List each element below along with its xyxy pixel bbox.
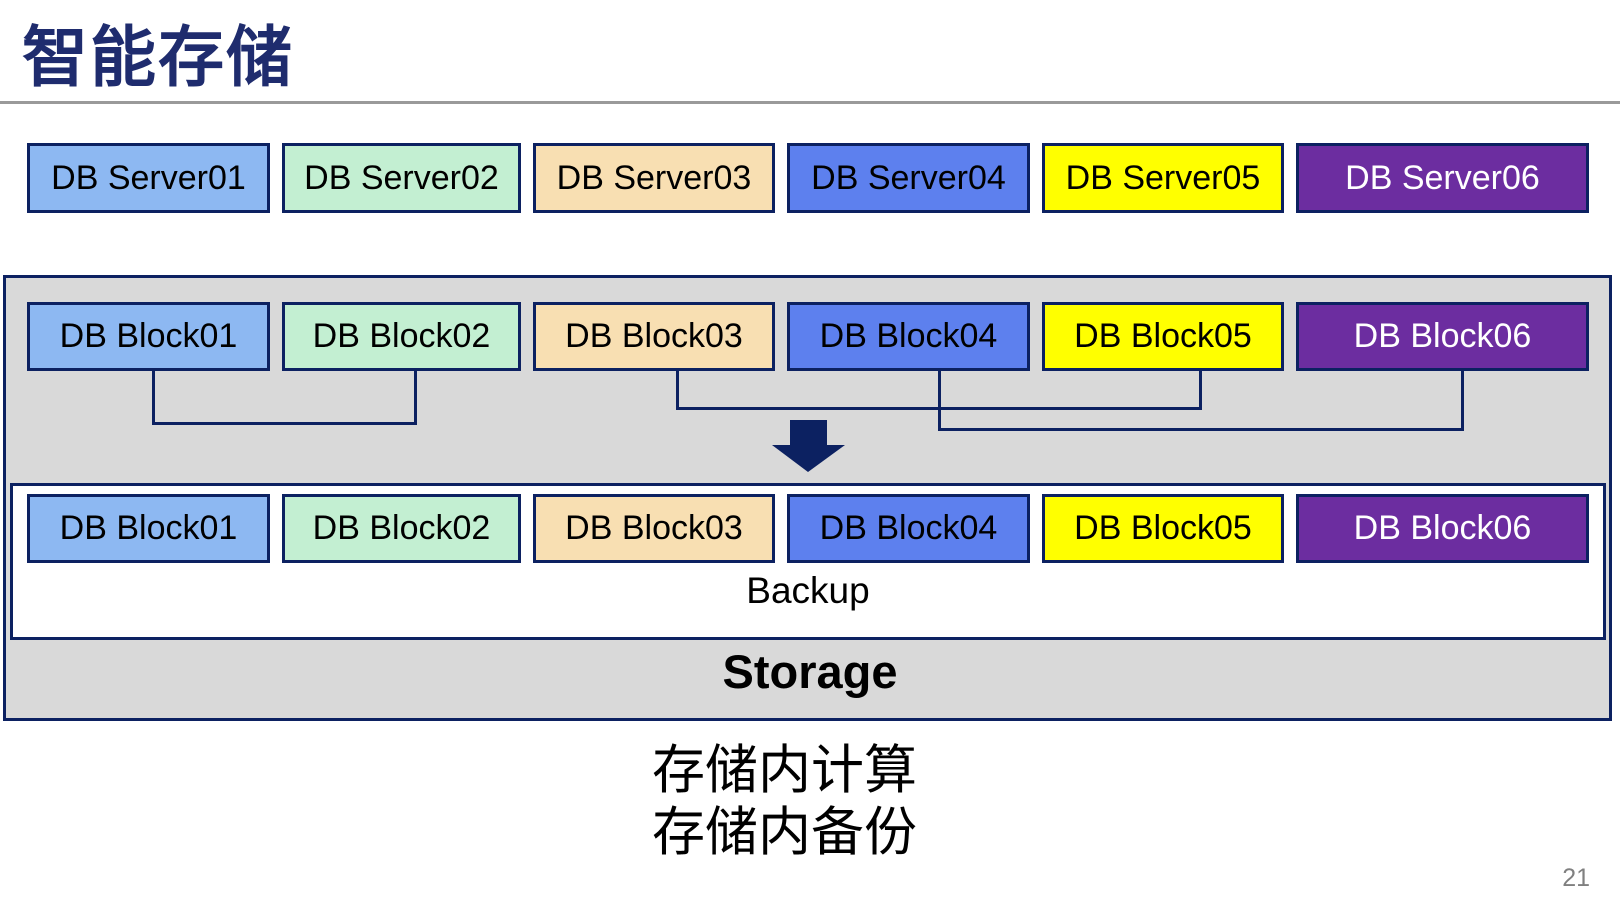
slide-title: 智能存储: [22, 20, 294, 94]
db-block-box: DB Block05: [1042, 494, 1284, 563]
connector-line: [152, 371, 155, 425]
db-block-box: DB Block03: [533, 494, 775, 563]
connector-line: [938, 428, 1464, 431]
db-server-box: DB Server06: [1296, 143, 1589, 213]
caption-line-1: 存储内计算: [652, 741, 917, 800]
connector-line: [938, 371, 941, 431]
connector-line: [1199, 371, 1202, 410]
db-server-box: DB Server01: [27, 143, 270, 213]
connector-line: [676, 371, 679, 410]
db-block-box: DB Block02: [282, 302, 521, 371]
db-block-box: DB Block05: [1042, 302, 1284, 371]
db-server-box: DB Server04: [787, 143, 1030, 213]
db-block-box: DB Block06: [1296, 494, 1589, 563]
db-server-box: DB Server03: [533, 143, 775, 213]
connector-line: [414, 371, 417, 425]
caption-text: 存储内计算 存储内备份: [652, 740, 917, 864]
db-block-box: DB Block04: [787, 302, 1030, 371]
db-block-box: DB Block03: [533, 302, 775, 371]
db-block-box: DB Block01: [27, 302, 270, 371]
down-arrow-icon: [772, 420, 845, 472]
connector-line: [152, 422, 417, 425]
db-server-box: DB Server02: [282, 143, 521, 213]
db-block-box: DB Block04: [787, 494, 1030, 563]
db-block-box: DB Block01: [27, 494, 270, 563]
db-block-box: DB Block06: [1296, 302, 1589, 371]
caption-line-2: 存储内备份: [652, 803, 917, 862]
title-divider-line: [0, 101, 1620, 104]
page-number: 21: [1562, 864, 1590, 892]
db-block-box: DB Block02: [282, 494, 521, 563]
connector-line: [1461, 371, 1464, 431]
storage-label: Storage: [722, 645, 898, 698]
backup-label: Backup: [746, 570, 870, 611]
db-server-box: DB Server05: [1042, 143, 1284, 213]
